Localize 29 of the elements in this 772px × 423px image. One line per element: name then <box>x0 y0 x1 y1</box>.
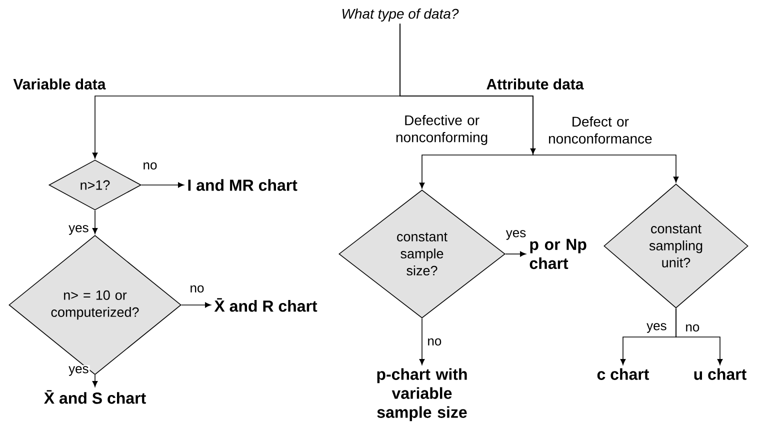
result-text: p-chart with variable sample size <box>377 368 467 422</box>
connector-arrow <box>141 182 184 188</box>
result-text: c chart <box>597 368 649 380</box>
connector-arrow <box>676 308 723 365</box>
result-text: X̄ and S chart <box>44 390 146 404</box>
connector-arrow <box>419 318 425 365</box>
connector-arrow <box>92 210 98 234</box>
connector-arrow <box>92 374 98 387</box>
result-text: p or Np chart <box>530 238 586 270</box>
result-text: u chart <box>694 368 746 380</box>
edge-label: Defective or nonconforming <box>396 114 488 146</box>
edge-label: Defect or nonconformance <box>548 116 652 144</box>
branch-label: Attribute data <box>486 78 584 90</box>
connector-arrow <box>400 23 679 183</box>
connector-arrow <box>505 251 526 257</box>
connector-arrow <box>181 302 211 308</box>
edge-label: no <box>144 162 157 170</box>
arrowhead <box>530 146 536 154</box>
edge-label: yes <box>506 230 526 240</box>
question-text: What type of data? <box>342 8 459 22</box>
edge-label: yes <box>68 225 88 235</box>
edge-label: Variable data <box>13 78 106 90</box>
edge-label: no <box>190 285 204 293</box>
edge-label: yes <box>646 323 666 333</box>
result-text: I and MR chart <box>188 179 298 191</box>
edge-label: yes <box>68 366 88 376</box>
edge-label: no <box>428 338 442 346</box>
result-text: X̄ and R chart <box>214 298 318 312</box>
edge-label: no <box>686 324 700 332</box>
